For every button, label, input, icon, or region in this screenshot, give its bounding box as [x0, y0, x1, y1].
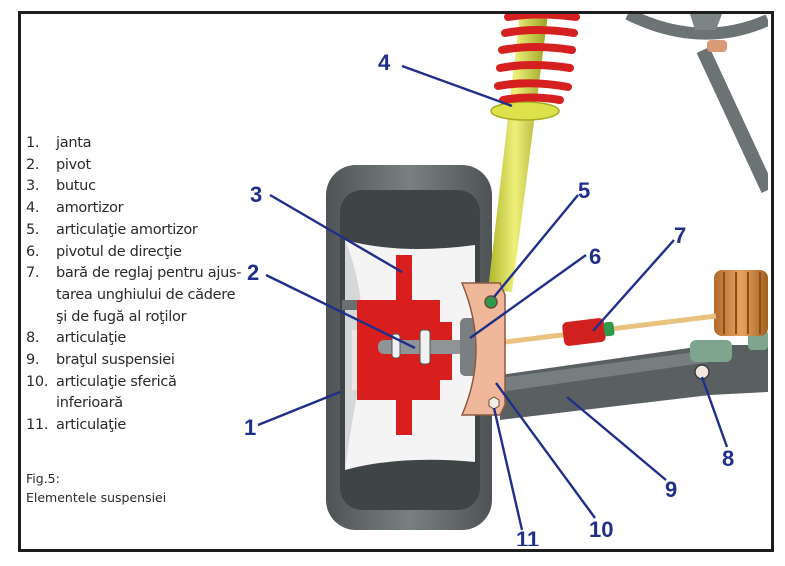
figure-number: Fig.5:	[26, 471, 60, 486]
legend-label: articulaţie	[56, 330, 126, 347]
legend-number: 10.	[26, 373, 49, 390]
callout-lines	[257, 64, 729, 531]
legend-item: 10. articulaţie sferică inferioară	[26, 372, 241, 415]
steering-knuckle	[460, 282, 506, 416]
callout-9: 9	[665, 477, 677, 502]
legend-number: 2.	[26, 156, 40, 173]
legend-number: 11.	[26, 417, 49, 434]
tie-rod	[504, 313, 717, 346]
callout-7: 7	[674, 223, 686, 248]
legend-label: braţul suspensiei	[56, 352, 175, 369]
legend-number: 4.	[26, 200, 40, 217]
callout-5: 5	[578, 178, 590, 203]
legend-item: 6. pivotul de direcţie	[26, 242, 241, 264]
legend-label: pivot	[56, 156, 91, 173]
callout-1: 1	[244, 415, 256, 440]
legend-item: 11. articulaţie	[26, 415, 241, 437]
figure-caption: Fig.5: Elementele suspensiei	[26, 469, 166, 507]
callout-4: 4	[378, 50, 391, 75]
shock-absorber	[488, 14, 580, 292]
legend-label: butuc	[56, 178, 96, 195]
callout-line-6	[469, 254, 587, 339]
legend-number: 8.	[26, 330, 40, 347]
legend-label: janta	[56, 135, 92, 151]
legend-item: 5. articulaţie amortizor	[26, 220, 241, 242]
legend-item: 1. janta	[26, 133, 241, 155]
legend-label: articulaţie amortizor	[56, 221, 198, 238]
callout-line-9	[566, 396, 667, 481]
callout-line-8	[700, 376, 729, 448]
callout-line-7	[592, 239, 675, 332]
callout-3: 3	[250, 182, 262, 207]
callout-line-2	[265, 273, 416, 350]
legend-label: pivotul de direcţie	[56, 243, 182, 260]
suspension-arm	[500, 330, 768, 420]
legend-item: 8. articulaţie	[26, 328, 241, 350]
steering-wheel	[625, 14, 768, 193]
callout-11: 11	[516, 527, 539, 552]
steering-rack	[714, 270, 768, 336]
legend-number: 5.	[26, 221, 40, 238]
callout-line-5	[493, 194, 579, 298]
legend-number: 9.	[26, 352, 40, 369]
callout-8: 8	[722, 446, 734, 471]
legend-label: amortizor	[56, 200, 124, 217]
legend: 1. janta 2. pivot 3. butuc 4. amortizor 5. ar…	[26, 133, 241, 437]
callout-6: 6	[589, 244, 601, 269]
legend-label: articulaţie sferică inferioară	[56, 373, 177, 412]
legend-item: 4. amortizor	[26, 198, 241, 220]
legend-label: bară de reglaj pentru ajus- tarea unghiu…	[56, 265, 242, 325]
legend-number: 1.	[26, 135, 40, 151]
figure-title: Elementele suspensiei	[26, 490, 167, 505]
callout-line-11	[492, 407, 524, 531]
callout-line-4	[401, 64, 513, 108]
callout-2: 2	[247, 260, 259, 285]
callout-line-1	[257, 390, 341, 427]
legend-number: 6.	[26, 243, 40, 260]
callout-line-3	[269, 193, 403, 274]
legend-item: 7. bară de reglaj pentru ajus- tarea ungh…	[26, 263, 241, 328]
legend-number: 3.	[26, 178, 40, 195]
callout-line-10	[495, 382, 596, 519]
legend-number: 7.	[26, 265, 40, 282]
legend-label: articulaţie	[56, 417, 126, 434]
legend-item: 3. butuc	[26, 176, 241, 198]
legend-item: 2. pivot	[26, 155, 241, 177]
legend-item: 9. braţul suspensiei	[26, 350, 241, 372]
callout-10: 10	[589, 517, 613, 542]
